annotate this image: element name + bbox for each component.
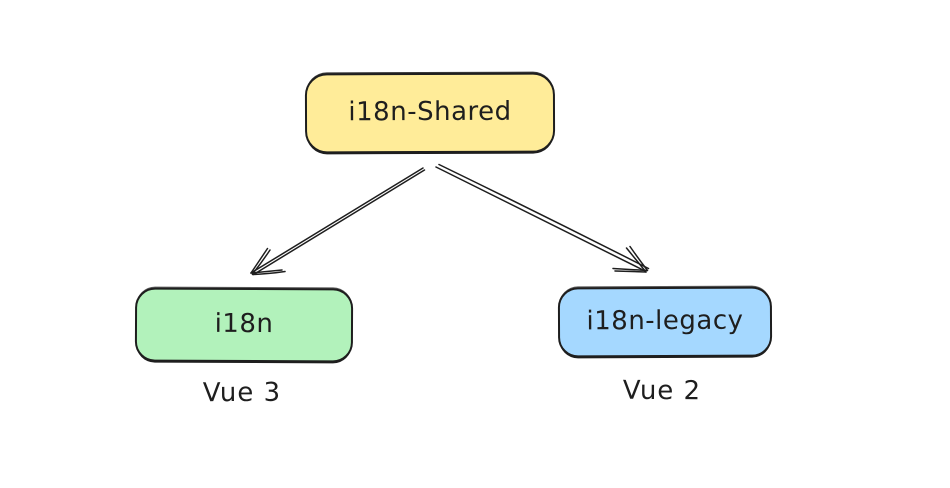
- node-i18n: i18n: [134, 287, 354, 363]
- arrow-shared-to-i18n: [250, 167, 426, 276]
- node-i18n-shared-label: i18n-Shared: [348, 96, 512, 128]
- node-i18n-legacy-label: i18n-legacy: [586, 305, 744, 337]
- arrow-shared-to-i18n-legacy: [435, 163, 650, 273]
- caption-vue-2: Vue 2: [622, 375, 702, 407]
- caption-vue-3: Vue 3: [202, 377, 282, 409]
- node-i18n-shared: i18n-Shared: [304, 72, 556, 154]
- node-i18n-legacy: i18n-legacy: [557, 286, 773, 358]
- node-i18n-label: i18n: [214, 308, 274, 340]
